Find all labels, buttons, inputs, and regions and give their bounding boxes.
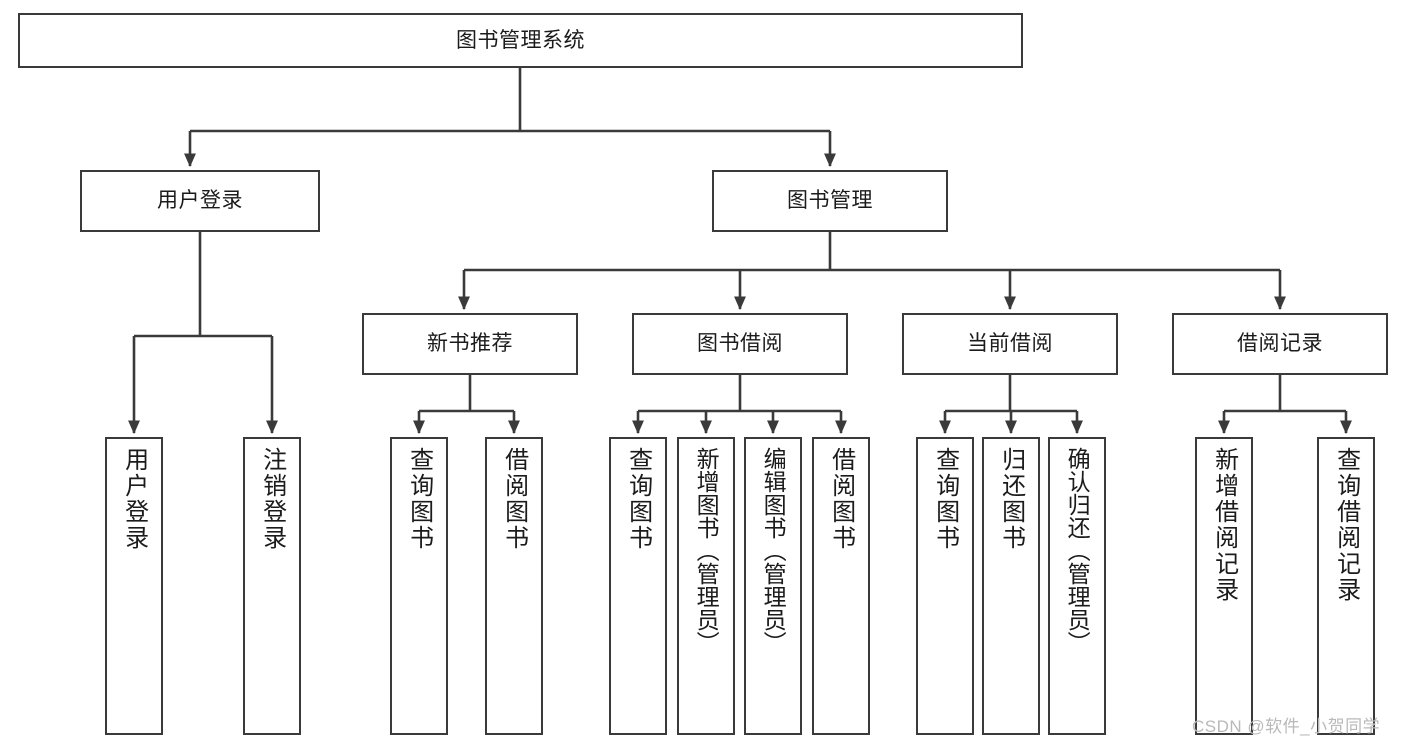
node-label: 查询图书 — [624, 447, 652, 551]
node-label: 借阅图书 — [827, 447, 855, 551]
node-label: 用户登录 — [120, 447, 148, 551]
leaf-borrow-book[interactable]: 借阅图书 — [812, 437, 870, 735]
leaf-return-book[interactable]: 归还图书 — [982, 437, 1040, 735]
node-user-login[interactable]: 用户登录 — [80, 170, 320, 232]
node-label: 归还图书 — [997, 447, 1025, 551]
node-label: 查询借阅记录 — [1332, 447, 1360, 603]
node-label: 借阅记录 — [1237, 332, 1323, 356]
node-label: 新书推荐 — [427, 332, 513, 356]
leaf-confirm-return-admin[interactable]: 确认归还（管理员） — [1048, 437, 1106, 735]
csdn-watermark: CSDN @软件_小贺同学 — [1192, 717, 1381, 736]
node-label: 当前借阅 — [967, 332, 1053, 356]
leaf-query-book-borrow[interactable]: 查询图书 — [609, 437, 667, 735]
leaf-user-login[interactable]: 用户登录 — [105, 437, 163, 735]
leaf-query-book-current[interactable]: 查询图书 — [916, 437, 974, 735]
node-label: 图书借阅 — [697, 332, 783, 356]
leaf-add-book-admin[interactable]: 新增图书（管理员） — [677, 437, 735, 735]
node-label: 注销登录 — [258, 447, 286, 551]
node-root[interactable]: 图书管理系统 — [18, 13, 1023, 68]
leaf-add-borrow-record[interactable]: 新增借阅记录 — [1195, 437, 1253, 735]
node-label: 图书管理 — [787, 189, 873, 213]
node-label: 编辑图书（管理员） — [760, 447, 787, 654]
leaf-edit-book-admin[interactable]: 编辑图书（管理员） — [744, 437, 802, 735]
node-borrow-records[interactable]: 借阅记录 — [1172, 313, 1388, 375]
node-new-book-recommend[interactable]: 新书推荐 — [362, 313, 578, 375]
leaf-query-borrow-record[interactable]: 查询借阅记录 — [1317, 437, 1375, 735]
node-book-management[interactable]: 图书管理 — [712, 170, 948, 232]
node-label: 查询图书 — [931, 447, 959, 551]
leaf-logout[interactable]: 注销登录 — [243, 437, 301, 735]
node-book-borrow[interactable]: 图书借阅 — [632, 313, 848, 375]
leaf-query-book-newbook[interactable]: 查询图书 — [390, 437, 448, 735]
node-label: 图书管理系统 — [456, 28, 585, 52]
node-label: 查询图书 — [405, 447, 433, 551]
node-label: 确认归还（管理员） — [1064, 447, 1091, 654]
node-label: 借阅图书 — [500, 447, 528, 551]
leaf-borrow-book-newbook[interactable]: 借阅图书 — [485, 437, 543, 735]
node-current-borrow[interactable]: 当前借阅 — [902, 313, 1118, 375]
node-label: 新增借阅记录 — [1210, 447, 1238, 603]
node-label: 用户登录 — [157, 189, 243, 213]
node-label: 新增图书（管理员） — [693, 447, 720, 654]
